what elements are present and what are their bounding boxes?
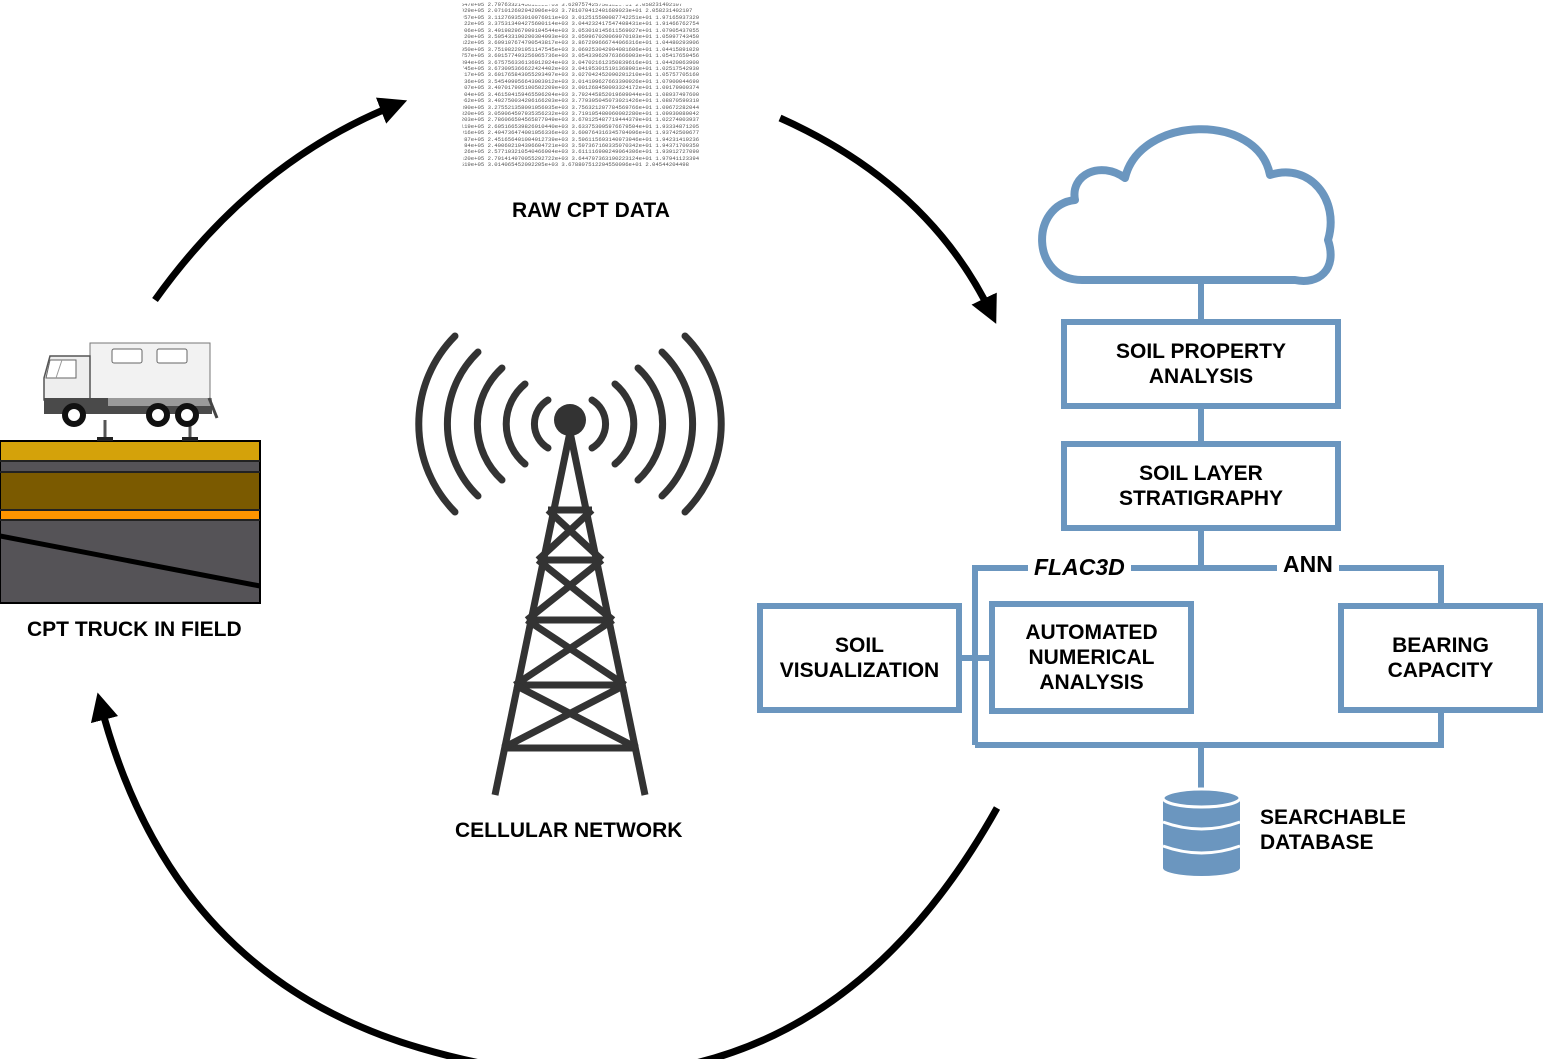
soil-property-analysis-box: SOIL PROPERTY ANALYSIS: [1061, 319, 1341, 409]
soil-layer-stratigraphy-box: SOIL LAYER STRATIGRAPHY: [1061, 441, 1341, 531]
raw-data-row: 1.050e+05 3.751982291951147545e+03 3.069…: [462, 45, 700, 53]
raw-data-row: 1.087e+05 2.451656401004012739e+03 3.596…: [462, 135, 700, 143]
raw-data-row: 1.184e+05 2.400602104396604721e+03 3.597…: [462, 141, 700, 149]
raw-data-row: 1.504e+05 3.461504159465596204e+03 3.792…: [462, 90, 700, 98]
ann-branch-label: ANN: [1277, 551, 1339, 577]
raw-data-row: 1.426e+05 2.577103210540466904e+03 3.611…: [462, 148, 700, 156]
raw-data-row: 1.519e+05 3.014065452092205e+03 3.678807…: [462, 161, 689, 169]
database-icon: [1161, 787, 1242, 876]
flac3d-branch-label: FLAC3D: [1028, 554, 1131, 580]
raw-data-row: 1.745e+05 3.673095366622424402e+03 3.041…: [462, 65, 700, 73]
searchable-database-label: SEARCHABLE DATABASE: [1260, 806, 1406, 854]
cellular-network-label: CELLULAR NETWORK: [455, 819, 683, 842]
raw-data-row: 1.320e+05 3.059064597935356232e+03 3.719…: [462, 109, 700, 117]
cpt-truck-icon: [43, 342, 219, 441]
raw-data-row: 1.894e+05 3.675756336136012024e+03 3.047…: [462, 58, 700, 66]
raw-data-row: 1.390e+05 3.275521358091056035e+03 3.756…: [462, 103, 700, 111]
raw-cpt-data-label: RAW CPT DATA: [512, 199, 670, 222]
soil-profile: [0, 440, 261, 604]
raw-data-row: 1.957e+05 3.112769353010976011e+03 3.012…: [462, 13, 700, 21]
raw-data-row: 1.306e+05 3.491982967909104544e+03 3.053…: [462, 26, 700, 34]
raw-data-row: 1.720e+05 3.505433190200304993e+03 3.059…: [462, 33, 700, 41]
raw-data-row: 1.322e+05 3.375313404275600114e+03 3.044…: [462, 20, 700, 28]
raw-data-row: 1.736e+05 3.545499956643003012e+03 3.014…: [462, 77, 700, 85]
soil-visualization-box: SOIL VISUALIZATION: [757, 603, 962, 713]
cpt-truck-label: CPT TRUCK IN FIELD: [27, 618, 242, 641]
raw-data-row: 1.547e+05 2.707633214561002e+03 3.620757…: [462, 2, 683, 8]
arrow-data-to-cloud: [778, 114, 997, 324]
bearing-capacity-box: BEARING CAPACITY: [1338, 603, 1543, 713]
raw-data-row: 1.016e+05 2.494736474001056336e+03 3.600…: [462, 129, 700, 137]
raw-data-row: 1.962e+05 3.402750034206166203e+03 3.779…: [462, 97, 700, 105]
raw-data-row: 1.203e+05 2.786066504565877049e+03 3.670…: [462, 116, 700, 124]
data-sheet-icon: 1.547e+05 2.707633214561002e+03 3.620757…: [462, 2, 726, 172]
cloud-icon: [1038, 125, 1335, 285]
raw-data-row: 1.707e+05 3.407017995100502209e+03 3.001…: [462, 84, 700, 92]
raw-data-row: 1.929e+05 2.071012602942906e+03 3.781070…: [462, 7, 693, 15]
automated-numerical-analysis-box: AUTOMATED NUMERICAL ANALYSIS: [989, 601, 1194, 714]
arrow-truck-to-data: [152, 97, 408, 303]
raw-data-row: 1.822e+05 3.609107674790543817e+03 3.867…: [462, 39, 700, 47]
arrow-database-to-truck: [90, 692, 1001, 1059]
raw-data-row: 1.320e+05 2.791414970055292722e+03 3.644…: [462, 154, 700, 162]
raw-data-row: 1.119e+05 2.605166539826910440e+03 3.633…: [462, 122, 700, 130]
cell-tower-icon: [415, 332, 725, 796]
raw-data-row: 1.757e+05 3.601577493256065736e+03 3.054…: [462, 52, 700, 60]
raw-data-row: 1.717e+05 3.601765843055293497e+03 3.027…: [462, 71, 700, 79]
